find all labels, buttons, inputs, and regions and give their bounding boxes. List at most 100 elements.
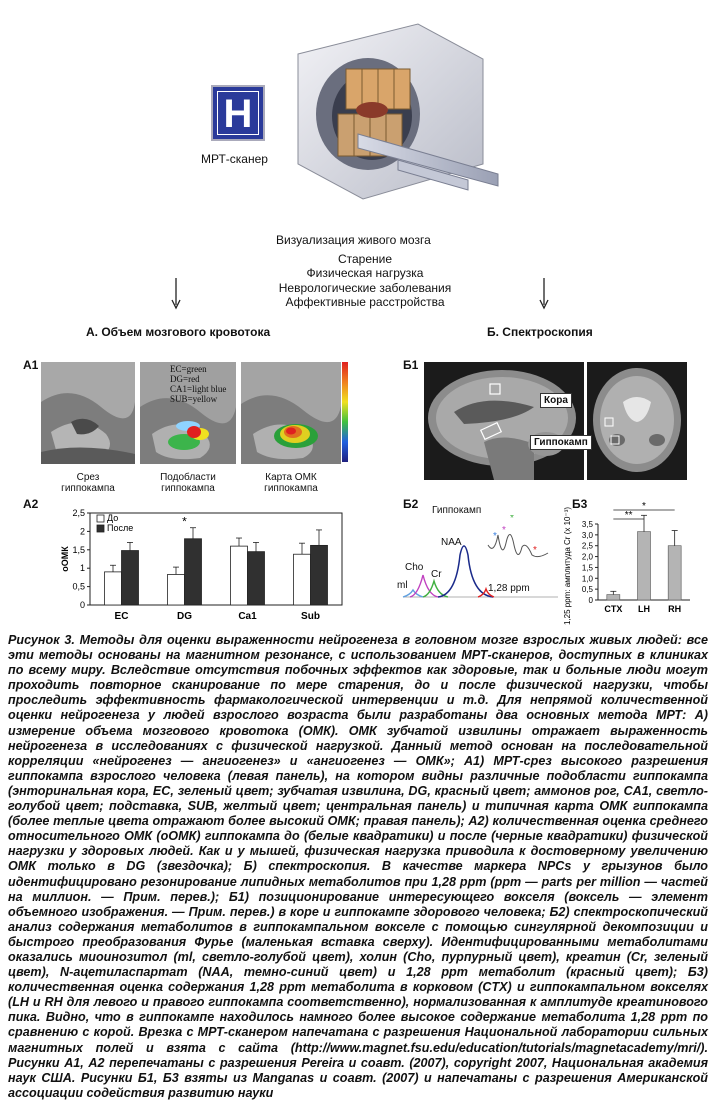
svg-text:*: * — [533, 545, 537, 556]
x-tick-label: LH — [638, 604, 650, 614]
peak-label-ml: ml — [397, 580, 408, 591]
legend-swatch — [96, 514, 105, 523]
peak-ppm — [477, 586, 495, 598]
legend-ca1: CA1=light blue — [170, 384, 227, 394]
factor-item: Старение — [337, 252, 393, 266]
subregion-legend: EC=green DG=red CA1=light blue SUB=yello… — [170, 364, 226, 404]
slice-caption-line: Срез — [76, 472, 100, 483]
y-tick-label: 1,0 — [582, 574, 594, 583]
y-tick-label: 2,0 — [582, 553, 594, 562]
x-tick-label: RH — [668, 604, 681, 614]
peak-cho — [409, 574, 439, 598]
y-tick-label: 0 — [589, 596, 594, 605]
peak-label-ppm: 1,28 ppm — [488, 583, 530, 594]
factor-list: Старение Физическая нагрузка Неврологиче… — [240, 252, 490, 310]
panel-a1-label: А1 — [23, 358, 39, 372]
bar — [247, 551, 265, 606]
peak-ml — [402, 588, 424, 598]
cbv-map-caption: Карта ОМК гиппокампа — [241, 472, 341, 494]
mri-scanner-illustration — [297, 23, 499, 200]
peak-label-cr: Cr — [431, 569, 442, 580]
bar — [230, 545, 248, 606]
panel-a2-label: А2 — [23, 497, 39, 511]
y-tick-label: 3,0 — [582, 531, 594, 540]
significance-mark: * — [182, 515, 187, 529]
factor-item: Физическая нагрузка — [306, 266, 424, 281]
bar — [167, 574, 185, 606]
y-tick-label: 2 — [80, 526, 85, 536]
bar — [606, 594, 621, 601]
slice-caption-line: гиппокампа — [61, 483, 115, 494]
tag-hippocampus: Гиппокамп — [530, 435, 592, 450]
bar — [121, 550, 139, 606]
legend-label: До — [107, 513, 118, 523]
cbv-color-scale — [342, 362, 348, 462]
hippocampus-slice-image — [41, 362, 135, 464]
patient — [356, 102, 388, 118]
voxel-cortex — [489, 383, 501, 395]
hippocampus-subregions-image: EC=green DG=red CA1=light blue SUB=yello… — [140, 362, 236, 464]
peak-cr — [422, 578, 449, 598]
x-tick-label: EC — [115, 611, 129, 622]
coronal-mri — [587, 362, 687, 480]
cbv-map-image — [241, 362, 341, 464]
x-tick-label: CTX — [604, 604, 622, 614]
hospital-sign-letter: H — [223, 92, 253, 136]
significance-mark: ** — [625, 510, 633, 521]
bar — [293, 553, 311, 606]
legend-sub: SUB=yellow — [170, 394, 218, 404]
panel-b2-label: Б2 — [403, 497, 419, 511]
branch-b-title: Б. Спектроскопия — [487, 325, 593, 339]
bar — [104, 571, 122, 606]
y-axis-label: оОМК — [60, 546, 70, 572]
scanner-bed — [357, 133, 499, 187]
y-tick-label: 1,5 — [72, 545, 85, 555]
y-tick-label: 2,5 — [582, 542, 594, 551]
panel-b1-label: Б1 — [403, 358, 419, 372]
cbv-map-caption-line: гиппокампа — [264, 483, 318, 494]
svg-text:*: * — [493, 531, 497, 542]
bar — [637, 531, 651, 601]
cbv-map-caption-line: Карта ОМК — [265, 472, 317, 483]
svg-text:*: * — [502, 525, 506, 536]
spectrum-plot: * * * * — [402, 515, 558, 598]
subregions-caption-line: гиппокампа — [161, 483, 215, 494]
panel-b3-label: Б3 — [572, 497, 588, 511]
sagittal-mri — [424, 362, 584, 480]
bar — [310, 544, 328, 606]
y-tick-label: 0 — [80, 600, 85, 610]
spectrum-title: Гиппокамп — [432, 505, 482, 516]
legend-ec: EC=green — [170, 364, 207, 374]
y-tick-label: 1,5 — [582, 563, 594, 572]
y-tick-label: 2,5 — [72, 508, 85, 518]
peak-label-cho: Cho — [405, 562, 424, 573]
x-tick-label: Sub — [301, 611, 320, 622]
y-tick-label: 0,5 — [72, 582, 85, 592]
figure-caption: Рисунок 3. Методы для оценки выраженност… — [8, 633, 708, 1100]
peak-label-naa: NAA — [441, 537, 462, 548]
y-tick-label: 1 — [80, 563, 85, 573]
x-tick-label: DG — [177, 611, 192, 622]
legend-dg: DG=red — [170, 374, 200, 384]
chart-b3: 0 0,5 1,0 1,52,0 2,5 3,0 3,5 1,25 ppm: амплитуд… — [563, 502, 690, 625]
svg-text:*: * — [510, 515, 514, 524]
bar — [667, 545, 682, 601]
tag-cortex: Кора — [540, 393, 572, 408]
subregion-dg — [187, 426, 201, 438]
flow-arrows — [171, 278, 549, 310]
slice-caption: Срез гиппокампа — [41, 472, 135, 494]
hospital-sign-inner — [217, 91, 259, 135]
subregion-ec — [168, 434, 200, 450]
scanner-label: МРТ-сканер — [201, 152, 268, 166]
x-tick-label: Ca1 — [238, 611, 257, 622]
peak-naa — [437, 545, 494, 598]
subregions-caption-line: Подобласти — [160, 472, 216, 483]
y-tick-label: 0,5 — [582, 585, 594, 594]
factor-item: Аффективные расстройства — [285, 295, 445, 310]
legend-label: После — [107, 523, 133, 533]
branch-a-title: А. Объем мозгового кровотока — [86, 325, 271, 339]
hospital-sign: H — [211, 85, 265, 141]
y-tick-label: 3,5 — [582, 520, 594, 529]
y-axis-label: 1,25 ppm: амплитуда Cr (x 10⁻³) — [563, 507, 572, 625]
